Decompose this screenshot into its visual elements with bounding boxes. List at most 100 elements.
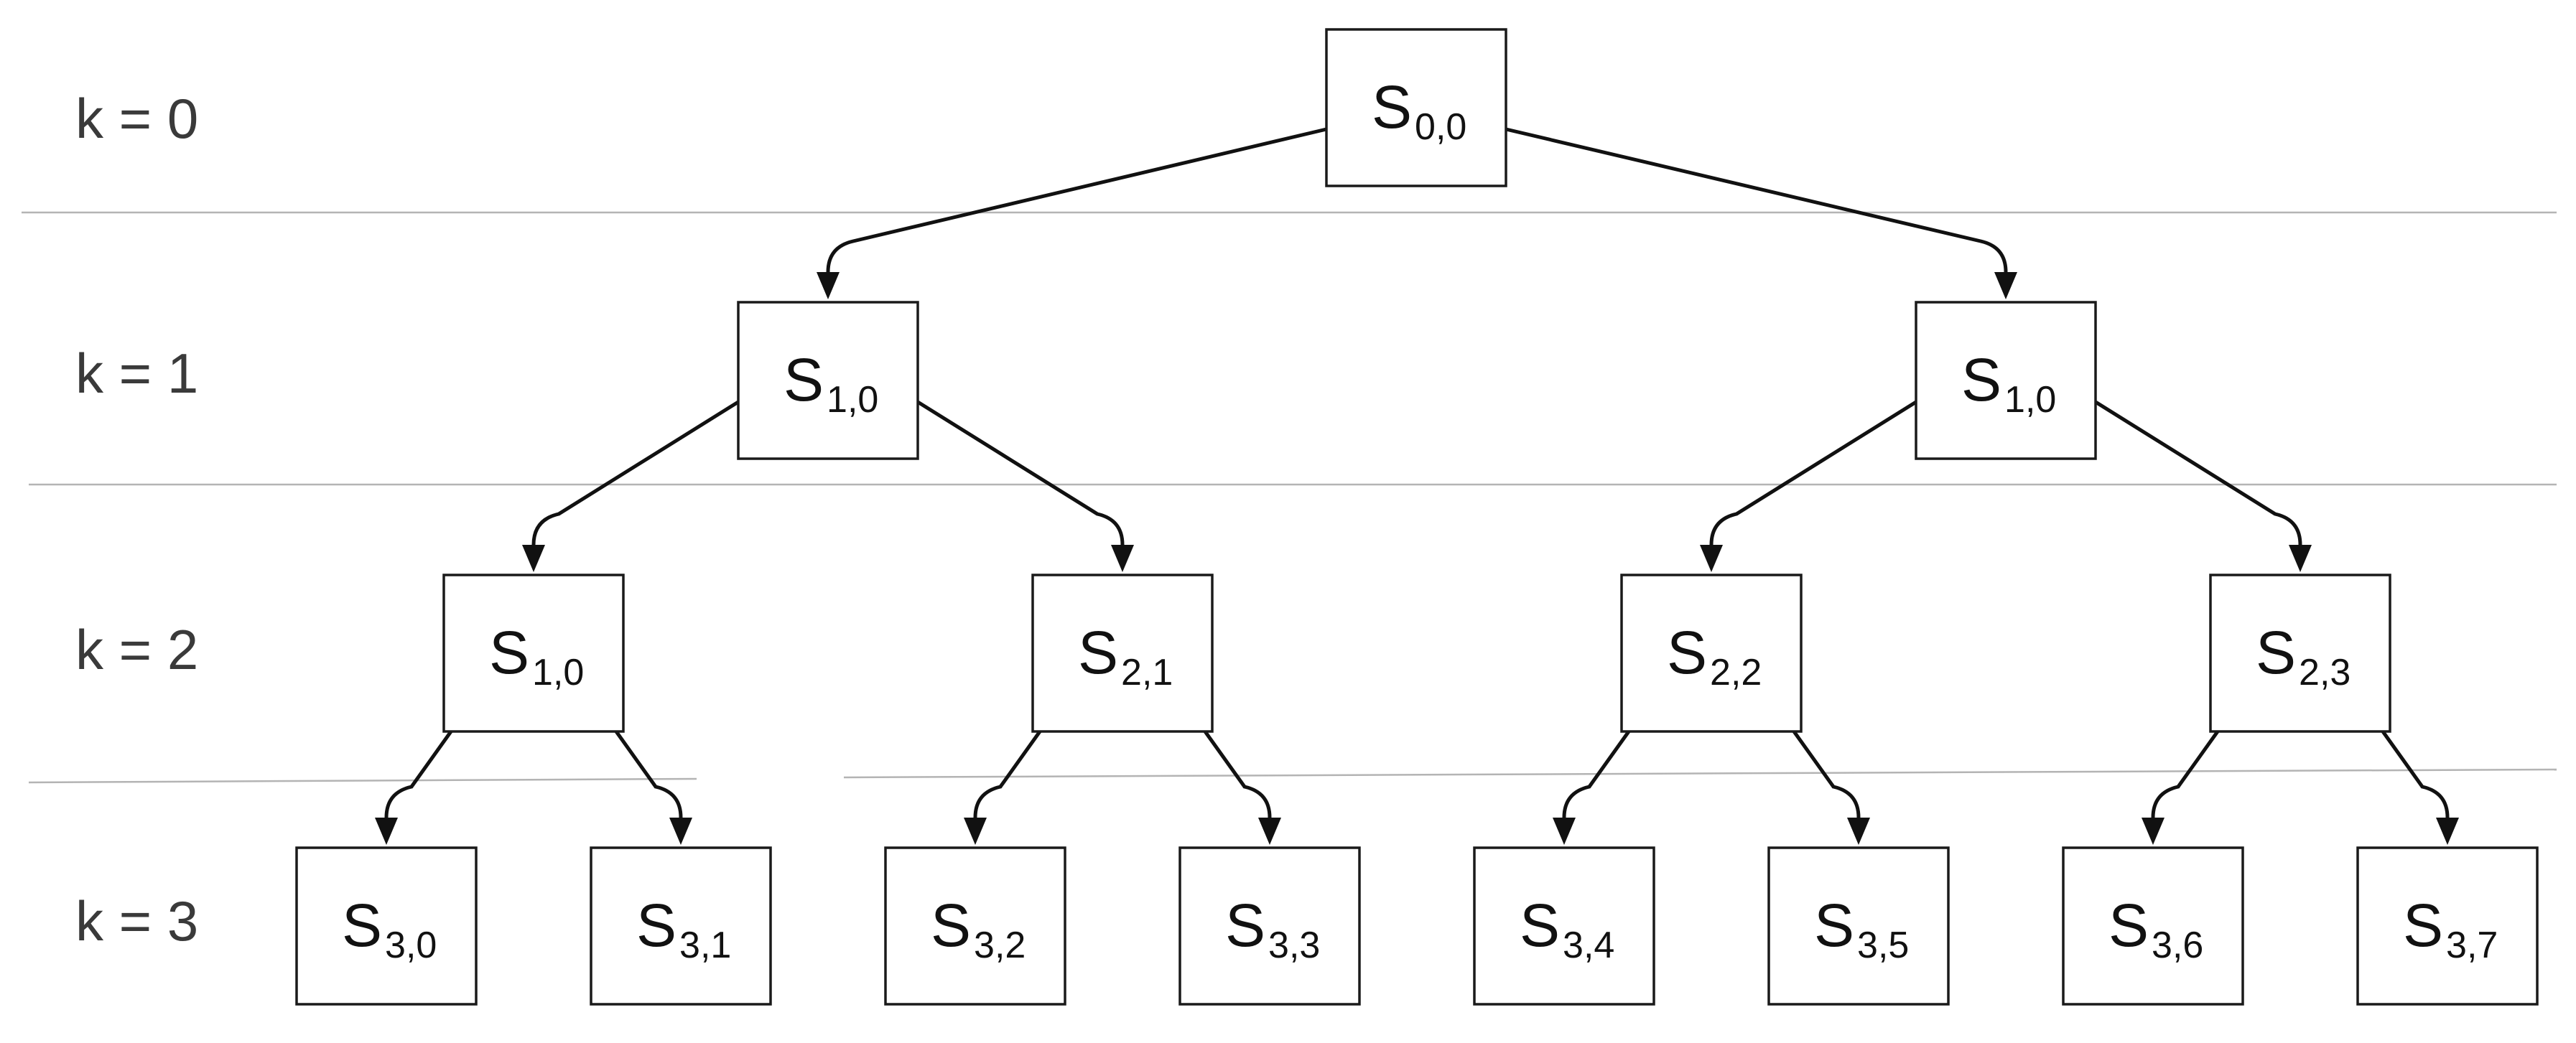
node-label: S3,5 xyxy=(1814,892,1909,966)
arrowhead-icon xyxy=(669,818,692,845)
arrowhead-icon xyxy=(2289,545,2312,572)
node-s31: S3,1 xyxy=(590,846,772,1006)
edge-arrow xyxy=(1709,400,1917,546)
node-label-subscript: 3,4 xyxy=(1563,925,1614,966)
arrowhead-icon xyxy=(522,545,545,572)
edge-arrow xyxy=(2381,730,2450,818)
node-s34: S3,4 xyxy=(1473,846,1655,1006)
node-box xyxy=(590,846,772,1006)
node-box xyxy=(1473,846,1655,1006)
node-s00: S0,0 xyxy=(1325,28,1507,187)
node-box xyxy=(442,574,625,733)
node-label-subscript: 1,0 xyxy=(532,652,584,693)
node-label-subscript: 2,3 xyxy=(2299,652,2351,693)
node-label-subscript: 2,1 xyxy=(1121,652,1173,693)
node-label-subscript: 3,1 xyxy=(679,925,731,966)
node-label-main: S xyxy=(1667,619,1707,686)
level-label: k = 2 xyxy=(75,618,198,681)
edge-arrow xyxy=(973,730,1042,818)
node-box xyxy=(1915,301,2097,460)
level-label: k = 3 xyxy=(75,889,198,953)
level-labels: k = 0 k = 1 k = 2 k = 3 xyxy=(75,87,198,953)
node-box xyxy=(1620,574,1803,733)
node-label-main: S xyxy=(1372,73,1412,141)
node-s32: S3,2 xyxy=(884,846,1066,1006)
edges xyxy=(375,127,2459,845)
node-label: S1,0 xyxy=(489,619,584,693)
arrowhead-icon xyxy=(1847,818,1870,845)
node-box xyxy=(2209,574,2391,733)
arrowhead-icon xyxy=(1700,545,1723,572)
node-label-main: S xyxy=(636,892,676,959)
node-label-subscript: 3,7 xyxy=(2446,925,2498,966)
node-label-main: S xyxy=(2403,892,2443,959)
node-box xyxy=(1767,846,1950,1006)
node-label-subscript: 1,0 xyxy=(827,379,878,421)
node-s36: S3,6 xyxy=(2062,846,2244,1006)
node-s37: S3,7 xyxy=(2356,846,2539,1006)
node-s10-left: S1,0 xyxy=(737,301,919,460)
node-label: S3,4 xyxy=(1520,892,1614,966)
node-label-main: S xyxy=(1961,346,2001,413)
node-label: S2,1 xyxy=(1078,619,1173,693)
node-label-main: S xyxy=(784,346,824,413)
edge-arrow xyxy=(384,730,453,818)
edge-arrow xyxy=(1792,730,1861,818)
node-box xyxy=(1031,574,1214,733)
arrowhead-icon xyxy=(1553,818,1576,845)
node-label: S3,6 xyxy=(2108,892,2203,966)
node-s33: S3,3 xyxy=(1178,846,1361,1006)
node-label-subscript: 2,2 xyxy=(1710,652,1762,693)
edge-arrow xyxy=(826,127,1327,273)
arrowhead-icon xyxy=(375,818,398,845)
node-box xyxy=(737,301,919,460)
edge-arrow xyxy=(614,730,683,818)
node-label-subscript: 3,6 xyxy=(2152,925,2203,966)
node-label: S2,3 xyxy=(2256,619,2351,693)
separator-line xyxy=(28,777,697,784)
node-label: S2,2 xyxy=(1667,619,1762,693)
node-box xyxy=(884,846,1066,1006)
node-label-main: S xyxy=(2256,619,2296,686)
node-s21: S2,1 xyxy=(1031,574,1214,733)
edge-arrow xyxy=(916,400,1125,546)
arrowhead-icon xyxy=(1111,545,1134,572)
node-box xyxy=(2356,846,2539,1006)
node-label: S3,0 xyxy=(342,892,437,966)
node-s10-right: S1,0 xyxy=(1915,301,2097,460)
node-label-main: S xyxy=(1814,892,1854,959)
node-label: S3,7 xyxy=(2403,892,2498,966)
edge-arrow xyxy=(1203,730,1272,818)
node-box xyxy=(1325,28,1507,187)
node-label-main: S xyxy=(342,892,382,959)
edge-arrow xyxy=(1505,127,2008,273)
node-label-subscript: 3,2 xyxy=(974,925,1026,966)
arrowhead-icon xyxy=(2142,818,2165,845)
level-separators xyxy=(22,211,2557,784)
node-box xyxy=(295,846,478,1006)
edge-arrow xyxy=(531,400,740,546)
node-label-subscript: 3,3 xyxy=(1268,925,1320,966)
node-label: S1,0 xyxy=(784,346,878,421)
arrowhead-icon xyxy=(2436,818,2459,845)
arrowhead-icon xyxy=(1994,272,2017,299)
node-s10-level2: S1,0 xyxy=(442,574,625,733)
node-label-subscript: 1,0 xyxy=(2004,379,2056,421)
arrowhead-icon xyxy=(817,272,840,299)
node-label-main: S xyxy=(1078,619,1118,686)
node-s23: S2,3 xyxy=(2209,574,2391,733)
arrowhead-icon xyxy=(964,818,987,845)
separator-line xyxy=(843,768,2557,779)
edge-arrow xyxy=(1562,730,1631,818)
node-label-main: S xyxy=(931,892,971,959)
node-label-main: S xyxy=(2108,892,2149,959)
node-label: S0,0 xyxy=(1372,73,1466,148)
node-s30: S3,0 xyxy=(295,846,478,1006)
node-label: S3,2 xyxy=(931,892,1026,966)
node-label: S3,3 xyxy=(1225,892,1320,966)
node-label-subscript: 0,0 xyxy=(1415,106,1466,148)
level-label: k = 1 xyxy=(75,342,198,405)
level-label: k = 0 xyxy=(75,87,198,150)
